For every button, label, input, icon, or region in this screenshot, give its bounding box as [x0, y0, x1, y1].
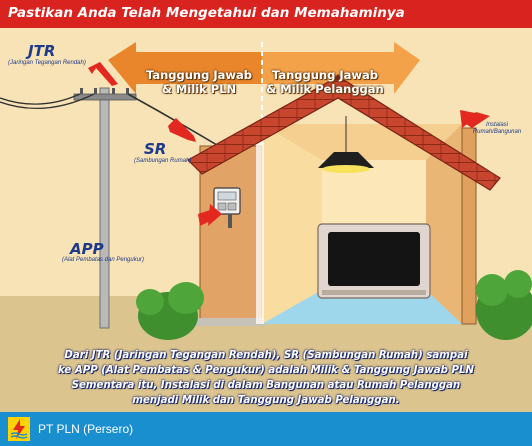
utility-pole: [0, 87, 137, 329]
room-right-wall: [426, 124, 462, 324]
instalasi-line1: Instalasi: [485, 122, 508, 128]
caption-line-3: Sementara itu, Instalasi di dalam Bangun…: [71, 380, 461, 391]
app-label: APP: [70, 240, 104, 258]
banner-pelanggan: Tanggung Jawab & Milik Pelanggan: [263, 68, 387, 96]
banner-pln: Tanggung Jawab & Milik PLN: [138, 68, 260, 96]
header-title: Pastikan Anda Telah Mengetahui dan Memah…: [8, 5, 405, 21]
caption-line-1: Dari JTR (Jaringan Tegangan Rendah), SR …: [64, 350, 468, 361]
company-name: PT PLN (Persero): [38, 422, 134, 436]
room-left-wall: [262, 124, 322, 324]
pln-logo-icon: [8, 417, 30, 441]
caption-line-4: menjadi Milik dan Tanggung Jawab Pelangg…: [132, 395, 400, 406]
meter-box: [213, 187, 241, 228]
bush-right: [476, 270, 532, 340]
instalasi-label: Instalasi Rumah/Bangunan: [470, 122, 524, 136]
arrow-sr: [168, 118, 196, 142]
instalasi-line2: Rumah/Bangunan: [472, 129, 522, 135]
jtr-description: (Jaringan Tegangan Rendah): [8, 60, 86, 66]
arrow-instalasi: [460, 110, 490, 128]
caption: Dari JTR (Jaringan Tegangan Rendah), SR …: [0, 346, 532, 412]
bush-left: [136, 282, 204, 340]
header-bar: Pastikan Anda Telah Mengetahui dan Memah…: [0, 0, 532, 28]
house-left-wall: [199, 145, 263, 325]
footer-bar: PT PLN (Persero): [0, 412, 532, 446]
jtr-label: JTR: [28, 42, 56, 60]
caption-line-2: ke APP (Alat Pembatas & Pengukur) adalah…: [57, 365, 475, 376]
arrow-jtr: [88, 62, 118, 86]
ceiling-lamp: [318, 152, 374, 168]
illustration: [0, 28, 532, 412]
banner-pln-line2: & Milik PLN: [161, 82, 237, 96]
arrow-app: [198, 204, 222, 226]
banner-pelanggan-line2: & Milik Pelanggan: [266, 82, 384, 96]
diagram-area: Tanggung Jawab & Milik PLN Tanggung Jawa…: [0, 28, 532, 412]
banner-pelanggan-line1: Tanggung Jawab: [271, 68, 379, 82]
banner-arrow-left: [108, 42, 262, 94]
sr-description: (Sambungan Rumah): [134, 158, 192, 164]
tv-screen: [328, 232, 420, 286]
banner-pln-line1: Tanggung Jawab: [145, 68, 253, 82]
banner-arrow-right: [262, 42, 420, 94]
app-description: (Alat Pembatas dan Pengukur): [62, 257, 145, 263]
sr-label: SR: [144, 140, 167, 158]
